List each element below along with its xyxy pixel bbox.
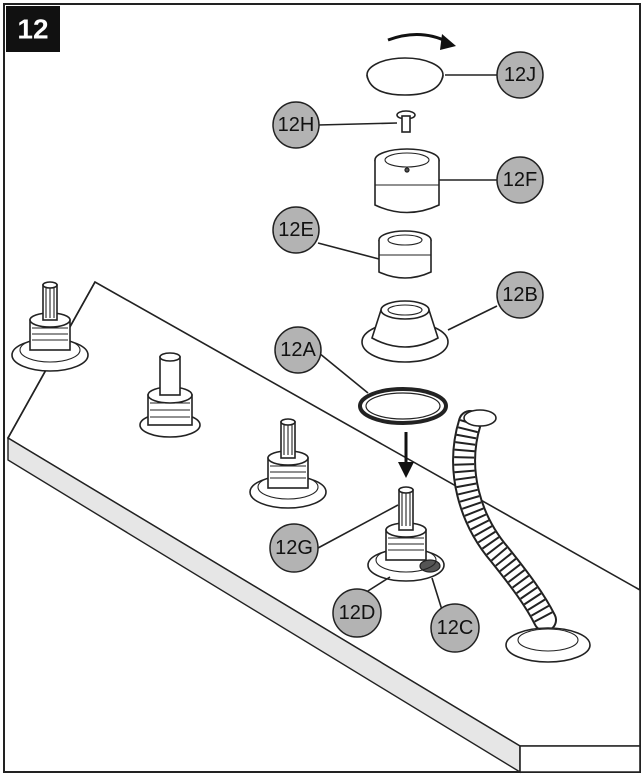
down-arrow-icon [398, 432, 414, 478]
callout-label-12h: 12H [278, 114, 315, 136]
middle-valve [249, 418, 327, 509]
callout-label-12g: 12G [275, 537, 313, 559]
callout-12e: 12E [272, 206, 320, 254]
cap-12j [366, 33, 456, 96]
callout-12a: 12A [274, 326, 322, 374]
step-number: 12 [17, 14, 48, 45]
callout-label-12f: 12F [503, 169, 537, 191]
step-badge: 12 [6, 6, 60, 52]
callout-12f: 12F [496, 156, 544, 204]
callout-12d: 12D [332, 588, 382, 638]
step-badge-box [6, 6, 60, 52]
callout-label-12b: 12B [502, 284, 538, 306]
callout-12h: 12H [272, 101, 320, 149]
escutcheon-12b [361, 300, 449, 363]
callout-label-12d: 12D [339, 602, 376, 624]
callout-label-12j: 12J [504, 64, 536, 86]
callout-label-12e: 12E [278, 219, 314, 241]
adapter-12e [378, 230, 432, 279]
callout-label-12a: 12A [280, 339, 316, 361]
rotate-arrow-icon [440, 34, 456, 50]
left-valve [11, 281, 89, 372]
callout-12c: 12C [430, 603, 480, 653]
callout-12g: 12G [269, 523, 319, 573]
o-ring-12a [358, 387, 448, 425]
callout-12b: 12B [496, 271, 544, 319]
spout-nipple [139, 352, 201, 438]
panel-frame [3, 3, 641, 773]
callout-12j: 12J [496, 51, 544, 99]
handle-12f [374, 148, 440, 214]
screw-12h [396, 110, 416, 133]
flex-hose [452, 409, 591, 663]
right-valve [367, 486, 445, 582]
callout-label-12c: 12C [437, 617, 474, 639]
deck-plate [6, 280, 641, 774]
